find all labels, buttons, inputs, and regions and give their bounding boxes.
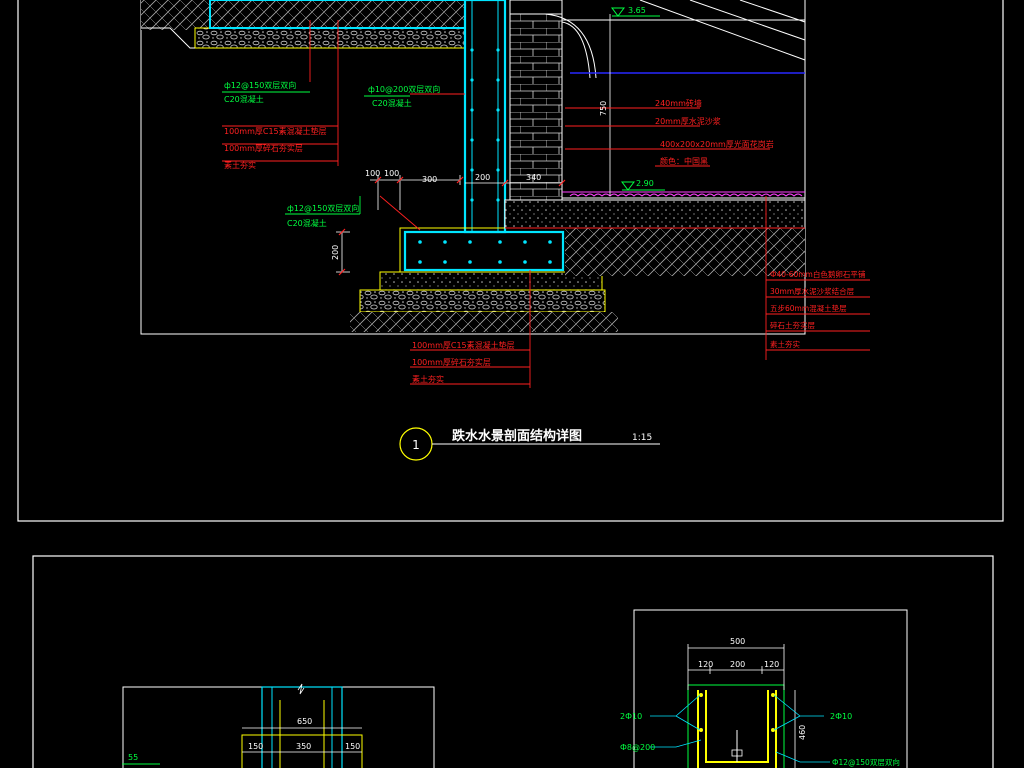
elev-top-label: 3.65 bbox=[628, 6, 646, 15]
note-rebar-upper: ф12@150双层双向 bbox=[224, 80, 296, 90]
note-concrete-upper: C20混凝土 bbox=[224, 94, 264, 104]
br-outer-wall bbox=[687, 684, 785, 768]
bl-dim-350: 350 bbox=[296, 742, 311, 751]
br-label-right-rebar: 2Ф10 bbox=[830, 712, 852, 721]
stone-coping bbox=[509, 0, 563, 15]
stair-lines bbox=[639, 0, 806, 61]
note-granite-color: 颜色：中国黑 bbox=[660, 156, 708, 166]
bl-dim-650: 650 bbox=[297, 717, 312, 726]
wall-footing bbox=[403, 230, 565, 272]
br-label-stirrup: Ф8@200 bbox=[620, 743, 655, 752]
bottom-left-section: 650 150 350 150 55 bbox=[122, 683, 363, 768]
retaining-wall bbox=[463, 0, 507, 234]
dim-300: 300 bbox=[422, 175, 437, 184]
base-gravel-layer bbox=[359, 289, 606, 313]
pool-slab bbox=[504, 199, 806, 229]
dim-100-a: 100 bbox=[365, 169, 380, 178]
water-fall-curve bbox=[544, 13, 597, 79]
dimension-lines bbox=[336, 14, 611, 273]
upper-soil-band bbox=[141, 0, 465, 30]
upper-slope-line bbox=[141, 27, 195, 49]
note-mortar: 20mm厚水泥沙浆 bbox=[655, 116, 721, 126]
bl-wall bbox=[261, 686, 343, 768]
bl-elev: 55 bbox=[128, 753, 138, 762]
note-granite: 400x200x20mm厚光面花岗岩 bbox=[660, 139, 774, 149]
dim-200-wall: 200 bbox=[475, 173, 490, 182]
note-right-layer-5: 素土夯实 bbox=[770, 339, 800, 349]
note-concrete-wall: C20混凝土 bbox=[372, 98, 412, 108]
br-dim-500: 500 bbox=[730, 637, 745, 646]
dim-750: 750 bbox=[599, 101, 608, 116]
leader-lines-green bbox=[222, 91, 410, 215]
dim-200-footing: 200 bbox=[331, 245, 340, 260]
dim-100-b: 100 bbox=[384, 169, 399, 178]
main-section: ф12@150双层双向 C20混凝土 ф10@200双层双向 C20混凝土 ф1… bbox=[141, 0, 870, 461]
note-right-layer-3: 五步60mm混凝土垫层 bbox=[770, 303, 847, 313]
wall-rebar-dots bbox=[470, 48, 500, 202]
viewport-bottom-left bbox=[122, 686, 435, 768]
brick-wall bbox=[509, 13, 563, 205]
br-label-left-rebar: 2Ф10 bbox=[620, 712, 642, 721]
pool-basin bbox=[561, 19, 806, 199]
note-left-layer-3: 素土夯实 bbox=[224, 160, 256, 170]
note-right-layer-4: 碎石土夯实层 bbox=[770, 320, 815, 330]
bl-inner-yellow bbox=[241, 734, 363, 768]
section-number: 1 bbox=[412, 438, 420, 452]
section-title: 跌水水景剖面结构详图 bbox=[452, 428, 582, 444]
note-bottom-layer-1: 100mm厚C15素混凝土垫层 bbox=[412, 340, 515, 350]
sheet-frame-bottom bbox=[32, 555, 994, 768]
br-leaders bbox=[650, 694, 830, 763]
leader-lines bbox=[222, 20, 870, 388]
elev-top-marker bbox=[611, 7, 660, 17]
section-scale: 1:15 bbox=[632, 433, 652, 443]
br-dim-200: 200 bbox=[730, 660, 745, 669]
note-right-layer-1: Ф40-60mm白色鹅卵石平铺 bbox=[770, 269, 866, 279]
br-dim-120-b: 120 bbox=[764, 660, 779, 669]
note-brick-wall: 240mm砖墙 bbox=[655, 98, 702, 108]
br-label-slab-rebar: Ф12@150双层双向 bbox=[832, 757, 900, 767]
note-bottom-layer-3: 素土夯实 bbox=[412, 374, 444, 384]
note-left-layer-1: 100mm厚C15素混凝土垫层 bbox=[224, 126, 327, 136]
pool-pebble-row bbox=[569, 193, 803, 197]
br-dim-lines bbox=[687, 644, 796, 768]
br-rebar-dots bbox=[699, 693, 775, 732]
elev-water-label: 2.90 bbox=[636, 179, 654, 188]
note-bottom-layer-2: 100mm厚碎石夯实层 bbox=[412, 357, 491, 367]
note-left-layer-2: 100mm厚碎石夯实层 bbox=[224, 143, 303, 153]
note-concrete-footing: C20混凝土 bbox=[287, 218, 327, 228]
sheet-frame-top bbox=[17, 0, 1004, 522]
bl-dim-150-a: 150 bbox=[248, 742, 263, 751]
br-dim-120-a: 120 bbox=[698, 660, 713, 669]
dimension-ticks bbox=[338, 176, 566, 276]
bl-dim-150-b: 150 bbox=[345, 742, 360, 751]
viewport-bottom-right bbox=[633, 609, 908, 768]
dim-340: 340 bbox=[526, 173, 541, 182]
water-fall-curve-2 bbox=[561, 21, 591, 79]
bottom-right-section: 500 120 200 120 460 2Ф10 2Ф10 Ф8@200 Ф12… bbox=[620, 637, 900, 768]
upper-gravel-band bbox=[194, 27, 466, 49]
base-soil-layer bbox=[350, 312, 618, 332]
pool-base-soil bbox=[565, 228, 805, 276]
bl-break-mark bbox=[297, 683, 305, 695]
elev-water-marker bbox=[621, 181, 665, 191]
footing-outline-yellow bbox=[399, 227, 569, 275]
note-rebar-wall: ф10@200双层双向 bbox=[368, 84, 440, 94]
br-dim-460: 460 bbox=[798, 725, 807, 740]
footing-rebar-dots bbox=[418, 240, 552, 264]
note-right-layer-2: 30mm厚水泥沙浆结合层 bbox=[770, 286, 855, 296]
note-rebar-footing: ф12@150双层双向 bbox=[287, 203, 359, 213]
